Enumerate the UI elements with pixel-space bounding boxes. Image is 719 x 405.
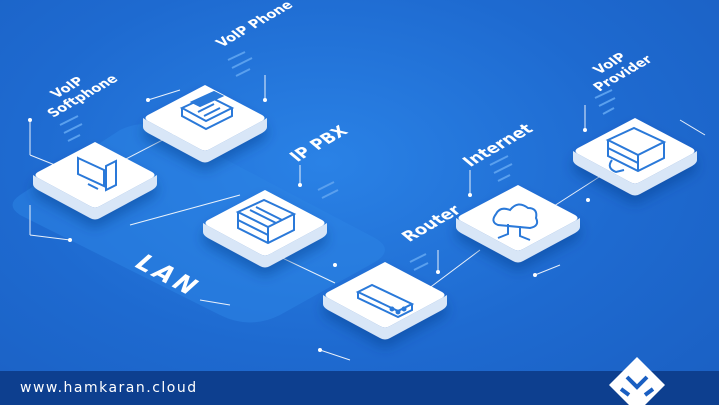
decorative-dashes <box>59 51 616 271</box>
server-rack-icon <box>235 198 297 245</box>
ip-pbx-node <box>203 190 327 268</box>
router-icon <box>355 283 415 319</box>
voip-phone-node <box>143 85 267 163</box>
softphone-node <box>33 142 157 220</box>
internet-node <box>456 185 580 263</box>
website-url[interactable]: www.hamkaran.cloud <box>20 380 198 396</box>
desk-phone-icon <box>179 90 235 131</box>
voip-provider-node <box>573 118 697 196</box>
router-node <box>323 262 447 340</box>
computer-icon <box>77 156 117 192</box>
server-headset-icon <box>605 126 667 174</box>
cloud-icon <box>492 203 539 241</box>
footer-bar <box>0 371 719 405</box>
connection-dots <box>28 98 590 352</box>
hamkaran-logo <box>609 357 665 405</box>
